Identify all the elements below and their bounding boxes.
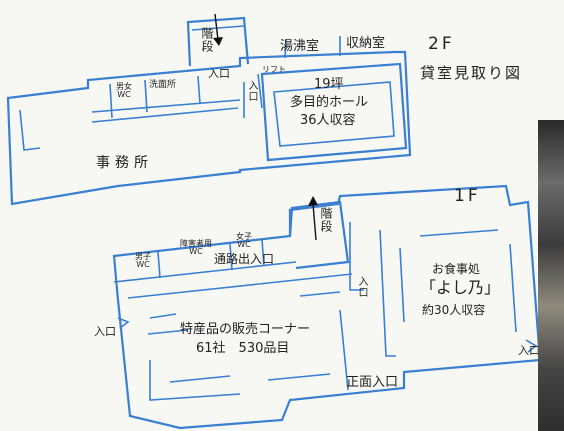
stairs-arrow-1f <box>308 196 318 241</box>
storage-room-label: 収納室 <box>346 36 386 51</box>
office-label: 事務所 <box>96 155 153 171</box>
entrance-vertical-label-1f: 入口 <box>356 276 367 298</box>
entrance-label-2f: 入口 <box>208 67 230 80</box>
shop-name-label: 特産品の販売コーナー <box>180 322 311 337</box>
floor-2f-walls <box>6 16 412 206</box>
stairs-arrow-2f <box>213 13 223 46</box>
entrance-right-label: 入口 <box>518 344 540 357</box>
hall-capacity-label: 36人収容 <box>300 113 356 128</box>
womens-wc-label: 女子 WC <box>236 232 252 249</box>
dining-capacity-label: 約30人収容 <box>422 303 486 317</box>
washroom-label: 洗面所 <box>149 80 177 90</box>
shop-stats-label: 61社 530品目 <box>196 341 290 356</box>
dining-label: お食事処 <box>432 262 481 276</box>
floor-label-1f: 1F <box>454 186 481 206</box>
stairs-label-1f: 階段 <box>319 207 333 233</box>
stairs-label-2f: 階段 <box>200 27 214 53</box>
map-title: 貸室見取り図 <box>420 64 523 82</box>
accessible-wc-label: 障害者用 WC <box>180 239 212 256</box>
unisex-wc-label: 男女 WC <box>116 82 132 99</box>
mens-wc-label: 男子 WC <box>135 252 151 269</box>
photo-strip <box>538 120 564 431</box>
boiler-room-label: 湯沸室 <box>280 39 320 54</box>
entrance-vertical-label-2f: 入口 <box>246 80 257 102</box>
dining-name-label: 「よし乃」 <box>420 278 501 297</box>
hall-name-label: 多目的ホール <box>290 95 369 110</box>
lift-label: リフト <box>262 65 286 74</box>
main-entrance-label: 正面入口 <box>346 375 399 390</box>
hall-size-label: 19坪 <box>314 77 344 92</box>
floor-label-2f: 2F <box>428 34 455 54</box>
entrance-left-label: 入口 <box>94 325 116 338</box>
passage-exit-label: 通路出入口 <box>214 252 275 266</box>
